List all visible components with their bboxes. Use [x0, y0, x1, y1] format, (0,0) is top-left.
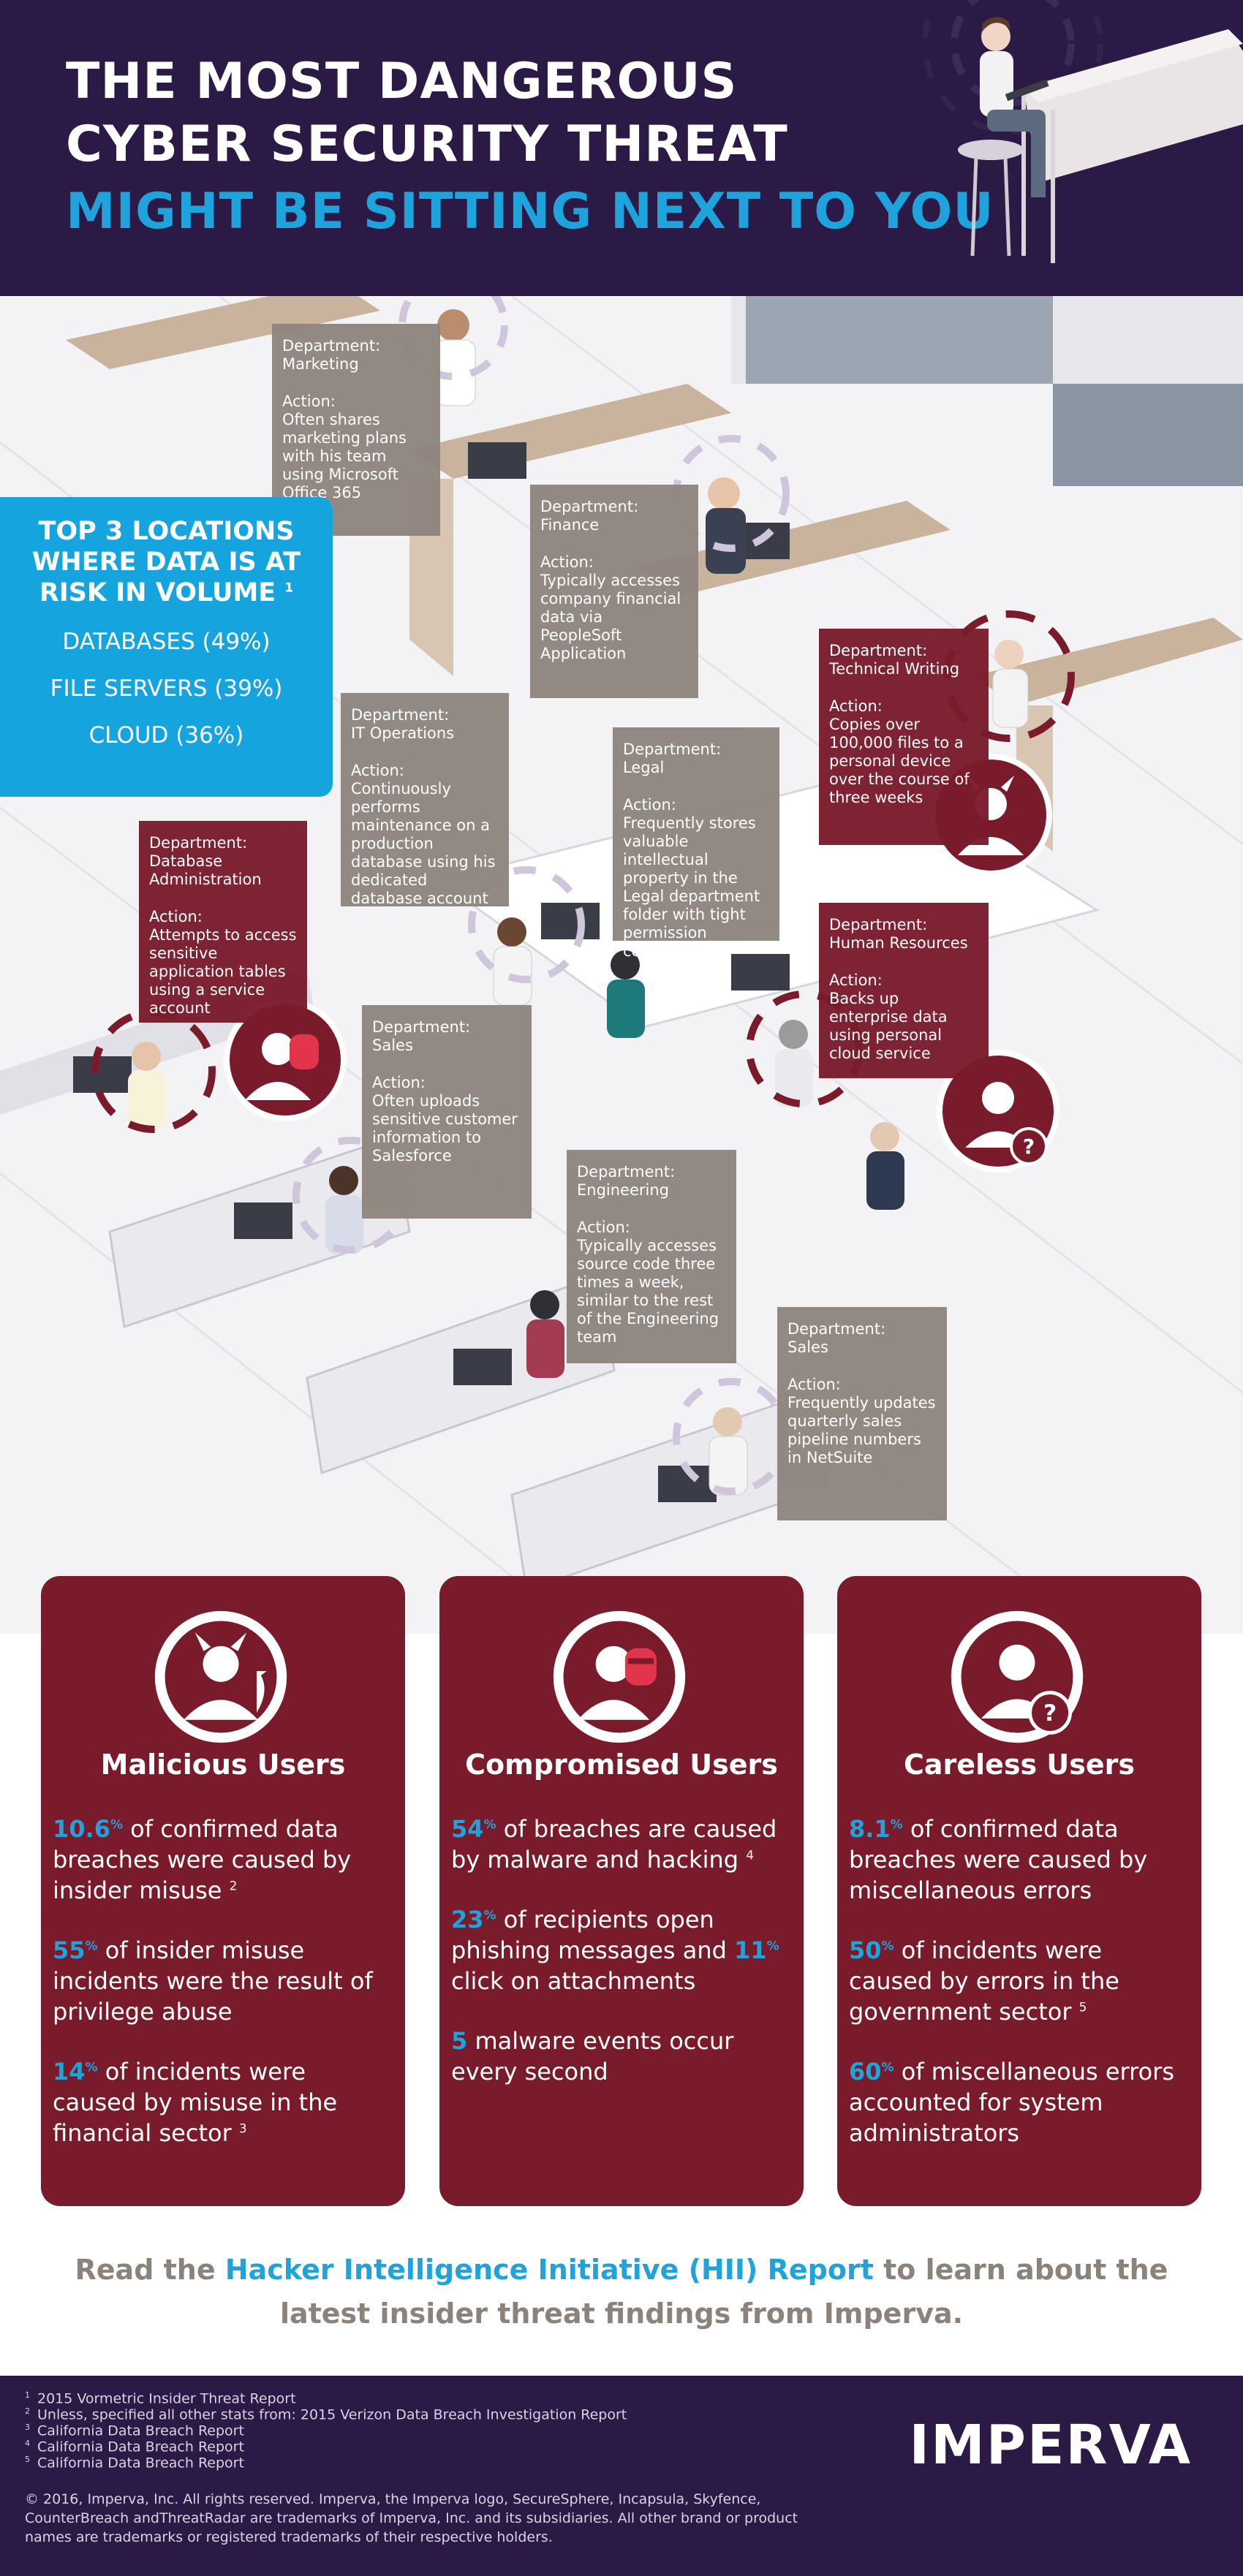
action-label: Action: [540, 553, 594, 571]
question-avatar-badge: ? [937, 1050, 1059, 1173]
card-malicious-users: Malicious Users 10.6% of confirmed data … [41, 1576, 405, 2206]
stat-item: 54% of breaches are caused by malware an… [451, 1815, 777, 1874]
dept-label: Department: [351, 706, 450, 724]
dept-name: Engineering [577, 1181, 669, 1199]
stat-item: 23% of recipients open phishing messages… [451, 1906, 779, 1995]
imperva-logo[interactable]: IMPERVA [909, 2414, 1192, 2477]
dept-name: Legal [623, 759, 665, 776]
read-report-line: Read the Hacker Intelligence Initiative … [75, 2254, 1168, 2330]
svg-text:?: ? [1023, 1134, 1035, 1159]
dept-name: IT Operations [351, 724, 455, 742]
dept-card-database-administration: Department: Database Administration Acti… [139, 821, 307, 1023]
question-user-icon: ? [951, 1610, 1084, 1743]
card-title: Careless Users [904, 1749, 1135, 1781]
dept-card-human-resources: Department: Human Resources Action: Back… [819, 903, 989, 1078]
stat-item: 8.1% of confirmed data breaches were cau… [849, 1815, 1148, 1904]
dept-card-it-operations: Department: IT Operations Action: Contin… [341, 693, 509, 907]
action-label: Action: [577, 1219, 630, 1236]
dept-action: Often shares marketing plans with his te… [282, 411, 407, 501]
stat-item: 50% of incidents were caused by errors i… [849, 1936, 1119, 2026]
dept-card-finance: Department: Finance Action: Typically ac… [530, 485, 698, 698]
dept-action: Typically accesses source code three tim… [577, 1237, 719, 1346]
action-label: Action: [829, 697, 883, 715]
dept-name: Finance [540, 516, 600, 534]
dept-card-sales-1: Department: Sales Action: Often uploads … [362, 1005, 532, 1219]
dept-label: Department: [577, 1163, 676, 1181]
locations-title: TOP 3 LOCATIONS WHERE DATA IS AT RISK IN… [0, 516, 333, 608]
action-label: Action: [149, 908, 203, 925]
locations-footnote-ref: 1 [284, 580, 294, 596]
dept-card-technical-writing: Department: Technical Writing Action: Co… [819, 629, 989, 845]
title-line-3: MIGHT BE SITTING NEXT TO YOU [66, 183, 994, 240]
devil-user-icon [154, 1610, 287, 1743]
dept-label: Department: [787, 1320, 886, 1338]
woman-at-desk-illustration [922, 0, 1243, 263]
dept-label: Department: [829, 916, 928, 933]
action-label: Action: [829, 971, 883, 989]
card-stats: 10.6% of confirmed data breaches were ca… [53, 1814, 396, 2178]
top-locations-box: TOP 3 LOCATIONS WHERE DATA IS AT RISK IN… [0, 497, 333, 797]
title-line-2: CYBER SECURITY THREAT [66, 115, 788, 173]
dept-action: Frequently stores valuable intellectual … [623, 814, 760, 960]
header-banner: THE MOST DANGEROUS CYBER SECURITY THREAT… [0, 0, 1243, 296]
dept-card-legal: Department: Legal Action: Frequently sto… [613, 727, 779, 960]
svg-text:?: ? [1043, 1700, 1057, 1727]
masked-user-icon [553, 1610, 686, 1743]
dept-card-sales-2: Department: Sales Action: Frequently upd… [777, 1307, 947, 1520]
dept-action: Often uploads sensitive customer informa… [372, 1092, 518, 1164]
dept-label: Department: [149, 834, 248, 852]
location-item-cloud: CLOUD (36%) [88, 722, 244, 749]
copyright-text: © 2016, Imperva, Inc. All rights reserve… [25, 2491, 798, 2545]
location-item-databases: DATABASES (49%) [62, 629, 271, 655]
dept-label: Department: [372, 1018, 471, 1036]
dept-name: Sales [372, 1037, 413, 1054]
dept-action: Copies over 100,000 files to a personal … [829, 716, 970, 806]
action-label: Action: [372, 1074, 426, 1091]
dept-label: Department: [282, 337, 381, 355]
dept-label: Department: [829, 642, 928, 659]
dept-action: Attempts to access sensitive application… [149, 926, 297, 1017]
card-title: Malicious Users [100, 1749, 346, 1781]
action-label: Action: [282, 393, 336, 410]
action-label: Action: [351, 762, 404, 779]
dept-action: Backs up enterprise data using personal … [829, 990, 948, 1062]
stat-item: 5 malware events occur every second [451, 2027, 734, 2086]
stat-item: 10.6% of confirmed data breaches were ca… [53, 1815, 352, 1904]
dept-action: Frequently updates quarterly sales pipel… [787, 1394, 936, 1466]
locations-title-line-3: RISK IN VOLUME 1 [39, 578, 294, 607]
dept-name: Sales [787, 1338, 828, 1356]
card-stats: 54% of breaches are caused by malware an… [451, 1814, 795, 2116]
stat-item: 60% of miscellaneous errors accounted fo… [849, 2058, 1174, 2147]
dept-name: Human Resources [829, 934, 968, 952]
dept-card-marketing: Department: Marketing Action: Often shar… [272, 324, 440, 536]
card-compromised-users: Compromised Users 54% of breaches are ca… [439, 1576, 804, 2206]
action-label: Action: [623, 796, 676, 814]
card-title: Compromised Users [465, 1749, 778, 1781]
card-stats: 8.1% of confirmed data breaches were cau… [849, 1814, 1193, 2178]
dept-action: Continuously performs maintenance on a p… [351, 780, 496, 907]
hii-report-link[interactable]: Hacker Intelligence Initiative (HII) Rep… [224, 2254, 874, 2286]
dept-name: Database Administration [149, 852, 262, 888]
locations-title-line-2: WHERE DATA IS AT [31, 548, 301, 577]
dept-card-engineering: Department: Engineering Action: Typicall… [567, 1150, 736, 1363]
card-careless-users: ? Careless Users 8.1% of confirmed data … [837, 1576, 1201, 2206]
dept-name: Technical Writing [829, 660, 960, 678]
dept-action: Typically accesses company financial dat… [540, 572, 681, 662]
dept-label: Department: [623, 740, 722, 758]
title-line-1: THE MOST DANGEROUS [66, 53, 738, 110]
stat-item: 14% of incidents were caused by misuse i… [53, 2058, 338, 2147]
stat-item: 55% of insider misuse incidents were the… [53, 1936, 373, 2026]
action-label: Action: [787, 1376, 841, 1393]
dept-name: Marketing [282, 355, 359, 373]
dept-label: Department: [540, 498, 639, 515]
location-item-file-servers: FILE SERVERS (39%) [50, 675, 283, 702]
locations-title-line-1: TOP 3 LOCATIONS [38, 517, 295, 546]
